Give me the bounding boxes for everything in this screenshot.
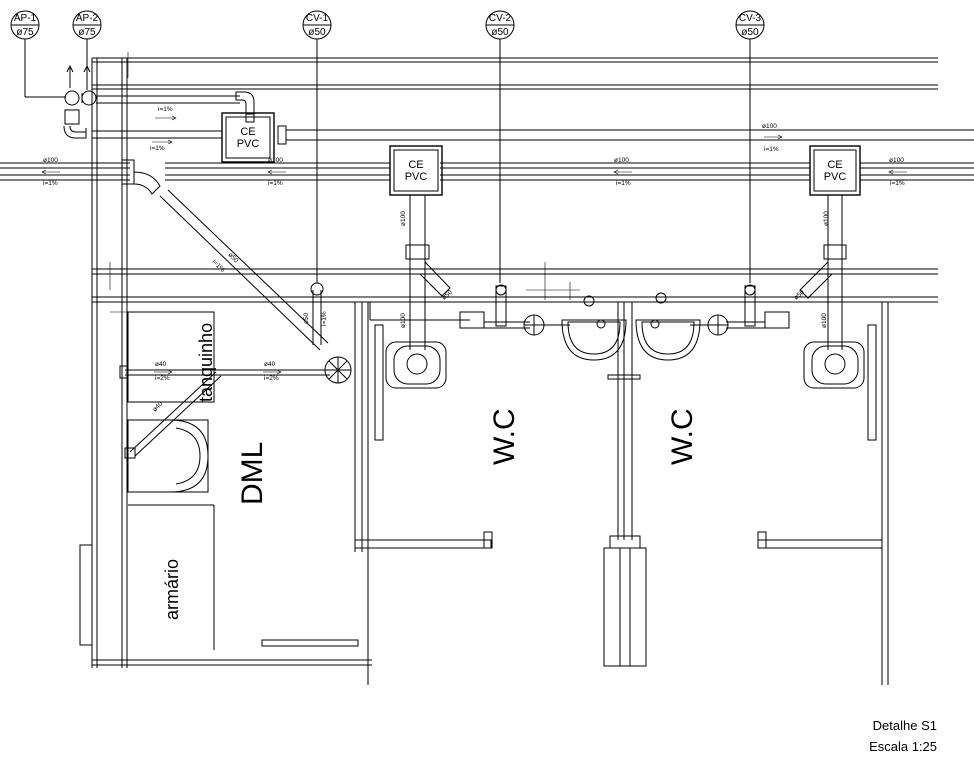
box-label-line2: PVC bbox=[405, 171, 428, 183]
sink-right bbox=[635, 292, 701, 361]
diameter-label: ø50 bbox=[303, 312, 310, 324]
diameter-label: ø50 bbox=[793, 289, 806, 302]
box-label-line1: CE bbox=[827, 159, 842, 171]
slope-label: i=1% bbox=[43, 180, 58, 187]
detail-title: Detalhe S1 bbox=[873, 718, 937, 733]
pipe-labels: i=1% i=1% ø100 i=1% ø100 i=1% ø100 i=1% … bbox=[41, 106, 907, 413]
sink-left bbox=[561, 295, 627, 361]
room-label-tanquinho: tanquinho bbox=[196, 323, 216, 402]
slope-label: i=2% bbox=[264, 375, 279, 382]
room-label-wc-left: W.C bbox=[488, 408, 521, 465]
stack-tag-ap1: AP-1 ø75 bbox=[10, 10, 40, 97]
slope-label: i=1% bbox=[890, 180, 905, 187]
diameter-label: ø100 bbox=[821, 313, 828, 328]
stack-tag-diameter: ø50 bbox=[308, 27, 326, 38]
detail-scale: Escala 1:25 bbox=[869, 739, 937, 754]
diameter-label: ø100 bbox=[268, 157, 283, 164]
stack-tag-cv2: CV-2 ø50 bbox=[485, 10, 515, 283]
toilet-left bbox=[374, 324, 447, 441]
stack-tag-diameter: ø50 bbox=[491, 27, 509, 38]
box-label-line2: PVC bbox=[824, 171, 847, 183]
stack-tag-id: CV-3 bbox=[739, 13, 762, 24]
room-label-wc-right: W.C bbox=[666, 408, 699, 465]
stack-tag-id: AP-2 bbox=[76, 13, 99, 24]
grid-marks bbox=[104, 52, 580, 313]
stack-tag-cv3: CV-3 ø50 bbox=[735, 10, 765, 283]
stack-tag-id: CV-2 bbox=[489, 13, 512, 24]
slope-label: i=1% bbox=[321, 311, 328, 326]
box-label-line2: PVC bbox=[237, 138, 260, 150]
stack-tag-diameter: ø50 bbox=[741, 27, 759, 38]
slope-label: i=1% bbox=[268, 180, 283, 187]
wc-drain-left bbox=[405, 195, 570, 350]
inspection-box-3: CE PVC bbox=[809, 145, 861, 196]
diameter-label: ø100 bbox=[43, 157, 58, 164]
ap-fittings bbox=[25, 64, 287, 145]
stack-tag-id: CV-1 bbox=[306, 13, 329, 24]
toilet-right bbox=[803, 324, 877, 441]
diameter-label: ø100 bbox=[889, 157, 904, 164]
inspection-box-1: CE PVC bbox=[221, 112, 275, 163]
diameter-label: ø100 bbox=[614, 157, 629, 164]
wc-drain-right bbox=[690, 195, 847, 350]
box-label-line1: CE bbox=[408, 159, 423, 171]
slope-label: i=1% bbox=[211, 258, 226, 273]
box-label-line1: CE bbox=[240, 126, 255, 138]
wc-partitions bbox=[354, 302, 889, 685]
slope-label: i=2% bbox=[155, 375, 170, 382]
laundry-sink bbox=[127, 311, 215, 650]
slope-label: i=1% bbox=[764, 146, 779, 153]
diameter-label: ø40 bbox=[264, 361, 276, 368]
slope-label: i=1% bbox=[158, 106, 173, 113]
stack-tag-diameter: ø75 bbox=[16, 27, 34, 38]
inspection-box-2: CE PVC bbox=[389, 145, 443, 196]
stack-tag-id: AP-1 bbox=[14, 13, 37, 24]
diameter-label: ø100 bbox=[823, 211, 830, 226]
walls-top bbox=[92, 57, 938, 303]
diameter-label: ø100 bbox=[762, 123, 777, 130]
stack-tag-diameter: ø75 bbox=[78, 27, 96, 38]
stack-tag-ap2: AP-2 ø75 bbox=[72, 10, 102, 90]
diameter-label: ø100 bbox=[400, 211, 407, 226]
slope-label: i=1% bbox=[150, 145, 165, 152]
stack-tag-cv1: CV-1 ø50 bbox=[302, 10, 332, 283]
slope-label: i=1% bbox=[616, 180, 631, 187]
diameter-label: ø40 bbox=[155, 361, 167, 368]
sewer-main-line bbox=[0, 95, 974, 181]
diagonal-drain-pipe bbox=[119, 159, 352, 459]
room-label-dml: DML bbox=[236, 442, 269, 505]
room-label-armario: armário bbox=[162, 559, 182, 620]
